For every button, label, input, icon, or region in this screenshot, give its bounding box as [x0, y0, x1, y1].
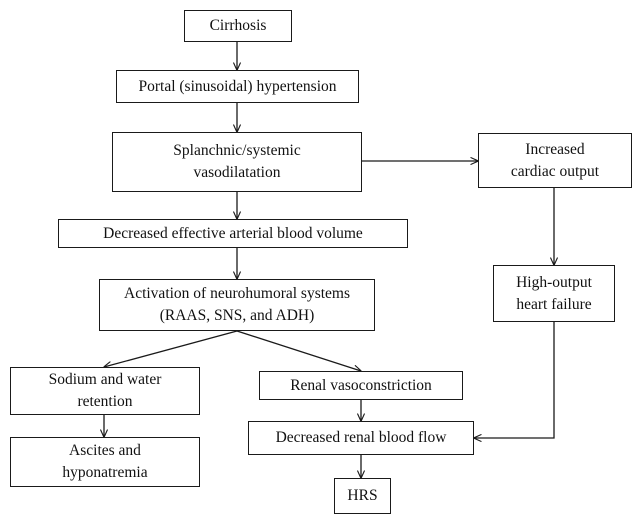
node-cirrhosis: Cirrhosis: [184, 10, 292, 42]
node-increased-cardiac-output: Increased cardiac output: [478, 133, 632, 188]
node-label-line: cardiac output: [510, 162, 600, 180]
node-label-line: Ascites and: [69, 442, 141, 459]
node-label-line: hyponatremia: [62, 464, 148, 481]
node-label-line: Renal vasoconstriction: [290, 376, 432, 394]
node-label-line: Cirrhosis: [209, 17, 267, 34]
node-ascites-hyponatremia: Ascites and hyponatremia: [10, 437, 200, 487]
node-sodium-water-retention: Sodium and water retention: [10, 367, 200, 415]
node-renal-vasoconstriction: Renal vasoconstriction: [259, 371, 463, 400]
node-label-line: HRS: [347, 487, 378, 504]
arrow-heart-failure-to-renal-flow: [474, 322, 555, 438]
node-label-line: vasodilatation: [193, 164, 281, 181]
node-label-line: Sodium and water: [48, 371, 162, 388]
node-label-line: High-output: [516, 273, 592, 291]
node-high-output-heart-failure: High-output heart failure: [493, 265, 615, 322]
node-decreased-blood-volume: Decreased effective arterial blood volum…: [58, 219, 408, 248]
arrow-neurohumoral-to-renal-vasoconstriction: [236, 330, 361, 371]
node-hrs: HRS: [334, 478, 391, 514]
arrow-neurohumoral-to-sodium: [104, 330, 238, 367]
node-decreased-renal-blood-flow: Decreased renal blood flow: [248, 421, 474, 455]
node-label-line: Decreased effective arterial blood volum…: [103, 224, 363, 242]
node-label-line: Increased: [525, 140, 585, 158]
node-label-line: Portal (sinusoidal) hypertension: [138, 77, 337, 95]
node-label-line: Activation of neurohumoral systems: [124, 285, 350, 302]
node-label-line: Splanchnic/systemic: [173, 142, 301, 159]
node-label-line: Decreased renal blood flow: [275, 429, 447, 446]
node-neurohumoral-activation: Activation of neurohumoral systems (RAAS,…: [99, 279, 375, 331]
node-label-line: (RAAS, SNS, and ADH): [159, 307, 315, 324]
node-vasodilatation: Splanchnic/systemic vasodilatation: [112, 132, 362, 192]
node-label-line: heart failure: [516, 295, 592, 313]
node-portal-hypertension: Portal (sinusoidal) hypertension: [116, 70, 359, 103]
node-label-line: retention: [77, 393, 133, 410]
